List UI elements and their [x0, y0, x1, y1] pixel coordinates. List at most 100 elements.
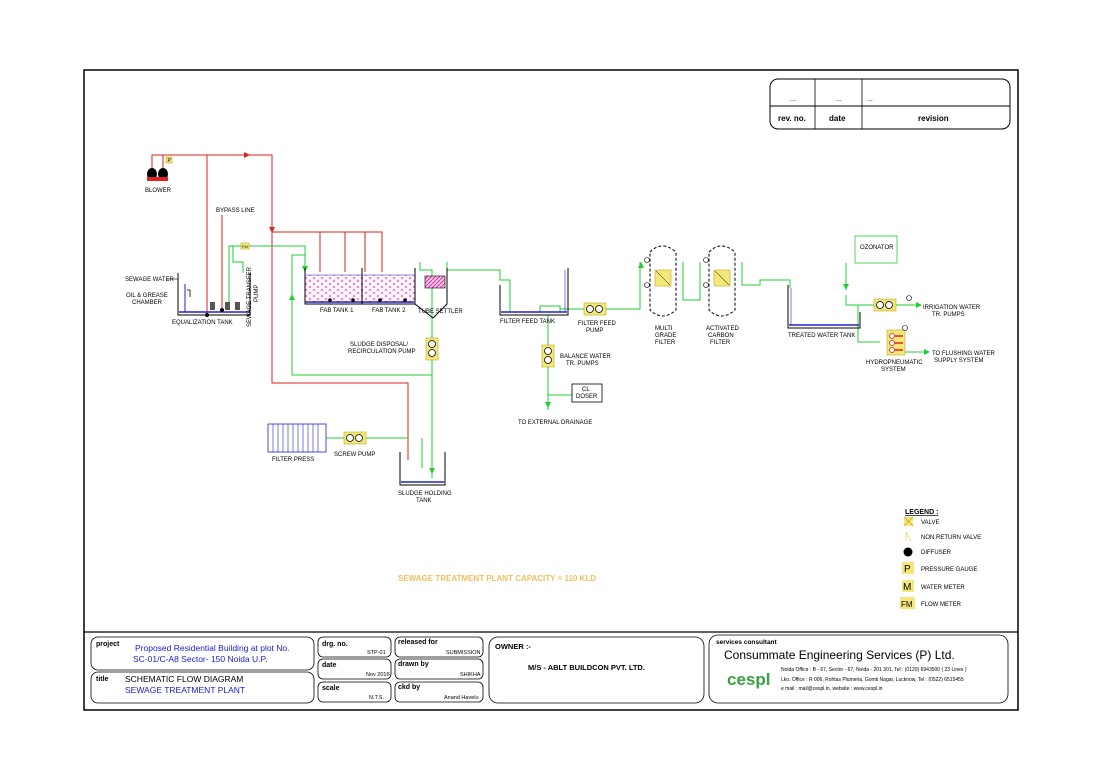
legend-pressure-gauge-icon — [902, 562, 914, 574]
treated-water-tank: TREATED WATER TANK — [787, 285, 861, 339]
screw-pump: SCREW PUMP — [334, 431, 375, 458]
rev-entry-3: ... — [867, 96, 873, 103]
project-line-2: SC-01/C-A8 Sector- 150 Noida U.P. — [133, 654, 268, 664]
multi-grade-filter: MULTI GRADE FILTER — [644, 245, 677, 346]
rev-entry-2: ... — [836, 96, 842, 103]
filter-press-label: FILTER PRESS — [272, 457, 314, 463]
legend-nrv-icon — [905, 531, 912, 542]
irrigation-label-2: TR. PUMPS — [932, 312, 965, 318]
sludge-recirc-label-2: RECIRCULATION PUMP — [348, 349, 416, 355]
legend-flow-meter-icon — [900, 597, 915, 609]
drawing-border — [83, 69, 1019, 711]
title-block: project Proposed Residential Building at… — [84, 631, 1018, 704]
blower-label: BLOWER — [145, 188, 172, 194]
filter-feed-pump: FILTER FEED PUMP — [578, 302, 617, 334]
sewage-transfer-pump-label-1: SEWAGE TRANSFER — [247, 266, 253, 327]
cl-doser: CL DOSER — [571, 383, 603, 403]
project-label: project — [96, 641, 120, 648]
legend-pressure-gauge-symbol: P — [904, 564, 911, 575]
revision-table: ... ... ... rev. no. date revision — [769, 78, 1011, 130]
multi-grade-label-1: MULTI — [655, 326, 673, 332]
oil-grease-label-1: OIL & GREASE — [126, 293, 168, 299]
logo-text: cespl — [727, 670, 770, 689]
title-line-2: SEWAGE TREATMENT PLANT — [125, 685, 245, 695]
title-line-1: SCHEMATIC FLOW DIAGRAM — [125, 674, 243, 684]
released-label: released for — [398, 639, 438, 646]
filter-feed-tank: FILTER FEED TANK — [499, 268, 569, 325]
address-line-3: e mail : mail@cespl.in, website : www.ce… — [781, 686, 883, 692]
filter-feed-pump-label-2: PUMP — [586, 328, 603, 334]
irrigation-label-1: IRRIGATION WATER — [923, 305, 981, 311]
legend-water-meter-symbol: M — [903, 582, 911, 593]
title-label: title — [96, 676, 109, 683]
fab-tanks: FAB TANK 1 FAB TANK 2 — [304, 268, 416, 314]
ozonator: OZONATOR — [854, 235, 898, 264]
sludge-holding-label-2: TANK — [416, 498, 432, 504]
flow-arrows — [289, 262, 930, 474]
cl-doser-label-1: CL — [582, 387, 590, 393]
address-line-1: Noida Office : B - 67, Sector - 67, Noid… — [781, 667, 967, 673]
legend-diffuser-label: DIFFUSER — [921, 550, 952, 556]
legend-pressure-gauge-label: PRESSURE GAUGE — [921, 567, 977, 573]
activated-carbon-label-3: FILTER — [710, 340, 731, 346]
cl-doser-label-2: DOSER — [576, 394, 598, 400]
bypass-flow-meter-label: FM — [242, 244, 248, 249]
flushing-label-2: SUPPLY SYSTEM — [934, 358, 983, 364]
equalization-tank-label: EQUALIZATION TANK — [172, 320, 233, 326]
filter-press: FILTER PRESS — [267, 423, 327, 463]
activated-carbon-label-1: ACTIVATED — [706, 326, 739, 332]
air-lines — [151, 154, 409, 460]
external-drainage-label: TO EXTERNAL DRAINAGE — [518, 420, 592, 426]
filter-feed-tank-label: FILTER FEED TANK — [500, 319, 555, 325]
legend-valve-label: VALVE — [921, 520, 939, 526]
legend: LEGEND : VALVE NON RETURN VALVE DIFFUSER… — [900, 509, 981, 609]
legend-flow-meter-label: FLOW METER — [921, 602, 962, 608]
address-line-2: Lko. Office : R 006, Rohtas Plumeria, Go… — [781, 677, 964, 683]
ckd-value: Anand Havelu — [444, 695, 479, 701]
legend-flow-meter-symbol: FM — [901, 600, 913, 609]
tube-settler-label: TUBE SETTLER — [418, 309, 463, 315]
drg-no-label: drg. no. — [322, 641, 348, 648]
date-label: date — [322, 662, 337, 669]
irrigation-pumps: IRRIGATION WATER TR. PUMPS — [873, 295, 981, 318]
air-arrow-2 — [269, 227, 275, 233]
multi-grade-label-3: FILTER — [655, 340, 676, 346]
plant-capacity-text: SEWAGE TREATMENT PLANT CAPACITY = 110 KL… — [398, 574, 596, 583]
tube-settler: TUBE SETTLER — [414, 268, 463, 319]
scale-value: N.T.S. — [369, 695, 384, 701]
legend-water-meter-icon — [902, 580, 914, 592]
filter-feed-pump-label-1: FILTER FEED — [578, 321, 617, 327]
balance-water-pumps: BALANCE WATER TR. PUMPS — [541, 344, 611, 368]
scale-label: scale — [322, 685, 340, 692]
legend-title: LEGEND : — [905, 509, 938, 516]
hydropneumatic-system: HYDROPNEUMATIC SYSTEM TO FLUSHING WATER … — [866, 325, 996, 373]
sludge-holding-label-1: SLUDGE HOLDING — [398, 491, 452, 497]
bypass-flow-meter — [240, 242, 250, 250]
drawn-value: SHIKHA — [460, 672, 481, 678]
date-value: Nov 2016 — [366, 672, 390, 678]
activated-carbon-label-2: CARBON — [708, 333, 734, 339]
balance-water-label-2: TR. PUMPS — [566, 361, 599, 367]
drg-no-value: STP-01 — [367, 650, 386, 656]
rev-entry-1: ... — [790, 96, 796, 103]
multi-grade-label-2: GRADE — [655, 333, 676, 339]
blower: P BLOWER — [145, 156, 173, 194]
sludge-recirc-label-1: SLUDGE DISPOSAL/ — [350, 342, 408, 348]
equalization-tank: SEWAGE WATER OIL & GREASE CHAMBER EQUALI… — [125, 266, 260, 327]
balance-water-label-1: BALANCE WATER — [560, 354, 611, 360]
rev-header-date: date — [829, 114, 846, 123]
owner-value: M/S - ABLT BUILDCON PVT. LTD. — [528, 663, 645, 672]
consultant-label: services consultant — [716, 639, 778, 646]
screw-pump-label: SCREW PUMP — [334, 452, 375, 458]
released-value: SUBMISSION — [446, 650, 481, 656]
hydropneumatic-label-1: HYDROPNEUMATIC — [866, 360, 923, 366]
fab-tank-2-label: FAB TANK 2 — [372, 308, 406, 314]
rev-header-revision: revision — [918, 114, 949, 123]
sludge-holding-tank: SLUDGE HOLDING TANK — [398, 452, 452, 504]
sludge-recirculation-pump: SLUDGE DISPOSAL/ RECIRCULATION PUMP — [348, 337, 439, 361]
sewage-water-label: SEWAGE WATER — [125, 277, 174, 283]
bypass-line-label: BYPASS LINE — [216, 208, 255, 214]
activated-carbon-filter: ACTIVATED CARBON FILTER — [703, 245, 739, 346]
legend-water-meter-label: WATER METER — [921, 585, 965, 591]
